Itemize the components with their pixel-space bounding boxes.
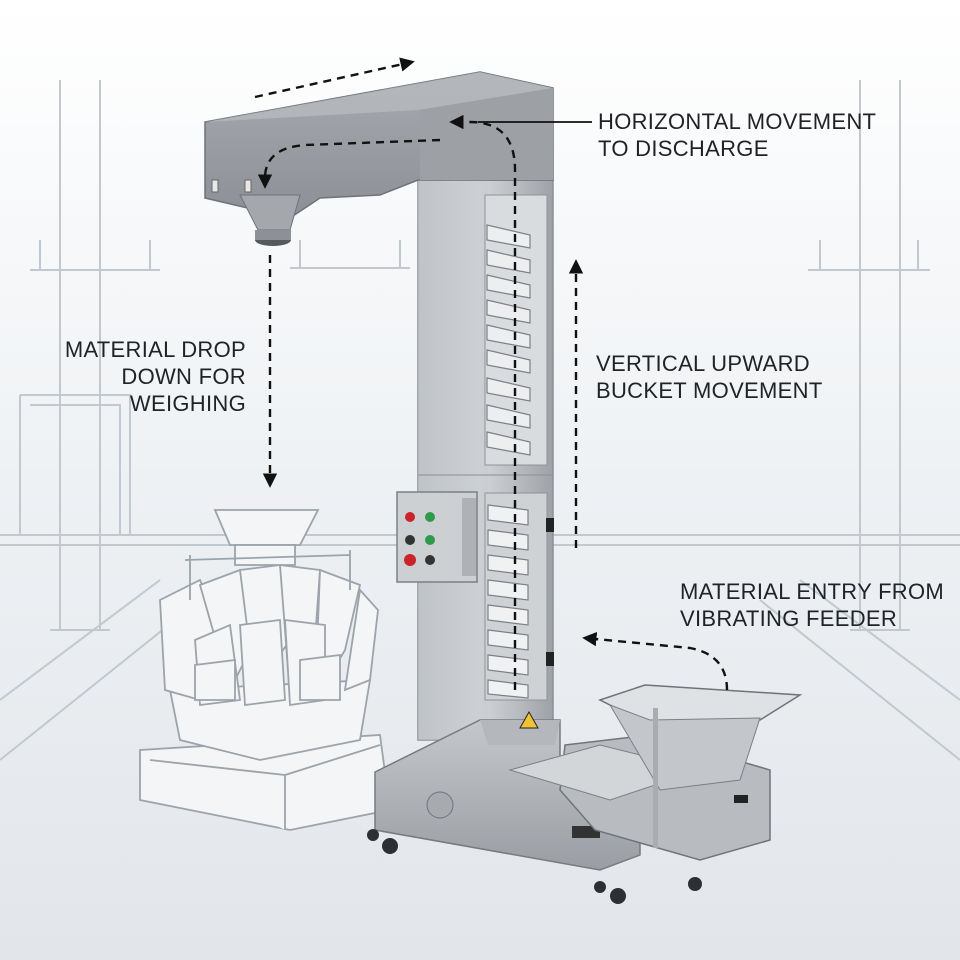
dashed-arrow-icon [449, 114, 517, 690]
start-button-icon [425, 512, 435, 522]
label-line: DOWN FOR [121, 364, 246, 389]
label-line: BUCKET MOVEMENT [596, 378, 823, 403]
dashed-arrow-icon [582, 631, 729, 691]
warning-icon [519, 710, 539, 729]
label-line: TO DISCHARGE [598, 136, 769, 161]
flow-arrows [254, 57, 729, 691]
elevator-column [417, 179, 554, 741]
label-line: WEIGHING [129, 391, 246, 416]
discharge-head [204, 71, 554, 246]
upper-buckets [486, 224, 531, 456]
label-material-entry: MATERIAL ENTRY FROM VIBRATING FEEDER [680, 578, 944, 632]
lower-buckets [487, 504, 529, 699]
label-material-drop: MATERIAL DROP DOWN FOR WEIGHING [60, 336, 246, 417]
stop-button-icon [405, 512, 415, 522]
label-horizontal-movement: HORIZONTAL MOVEMENT TO DISCHARGE [598, 108, 876, 162]
label-line: MATERIAL DROP [64, 337, 246, 362]
control-box [396, 491, 478, 583]
label-vertical-movement: VERTICAL UPWARD BUCKET MOVEMENT [596, 350, 823, 404]
label-line: VERTICAL UPWARD [596, 351, 810, 376]
label-line: VIBRATING FEEDER [680, 606, 898, 631]
label-line: HORIZONTAL MOVEMENT [598, 109, 877, 134]
vibrating-feeder [508, 684, 803, 891]
multihead-weigher-sketch [139, 509, 392, 831]
label-line: MATERIAL ENTRY FROM [680, 579, 945, 604]
